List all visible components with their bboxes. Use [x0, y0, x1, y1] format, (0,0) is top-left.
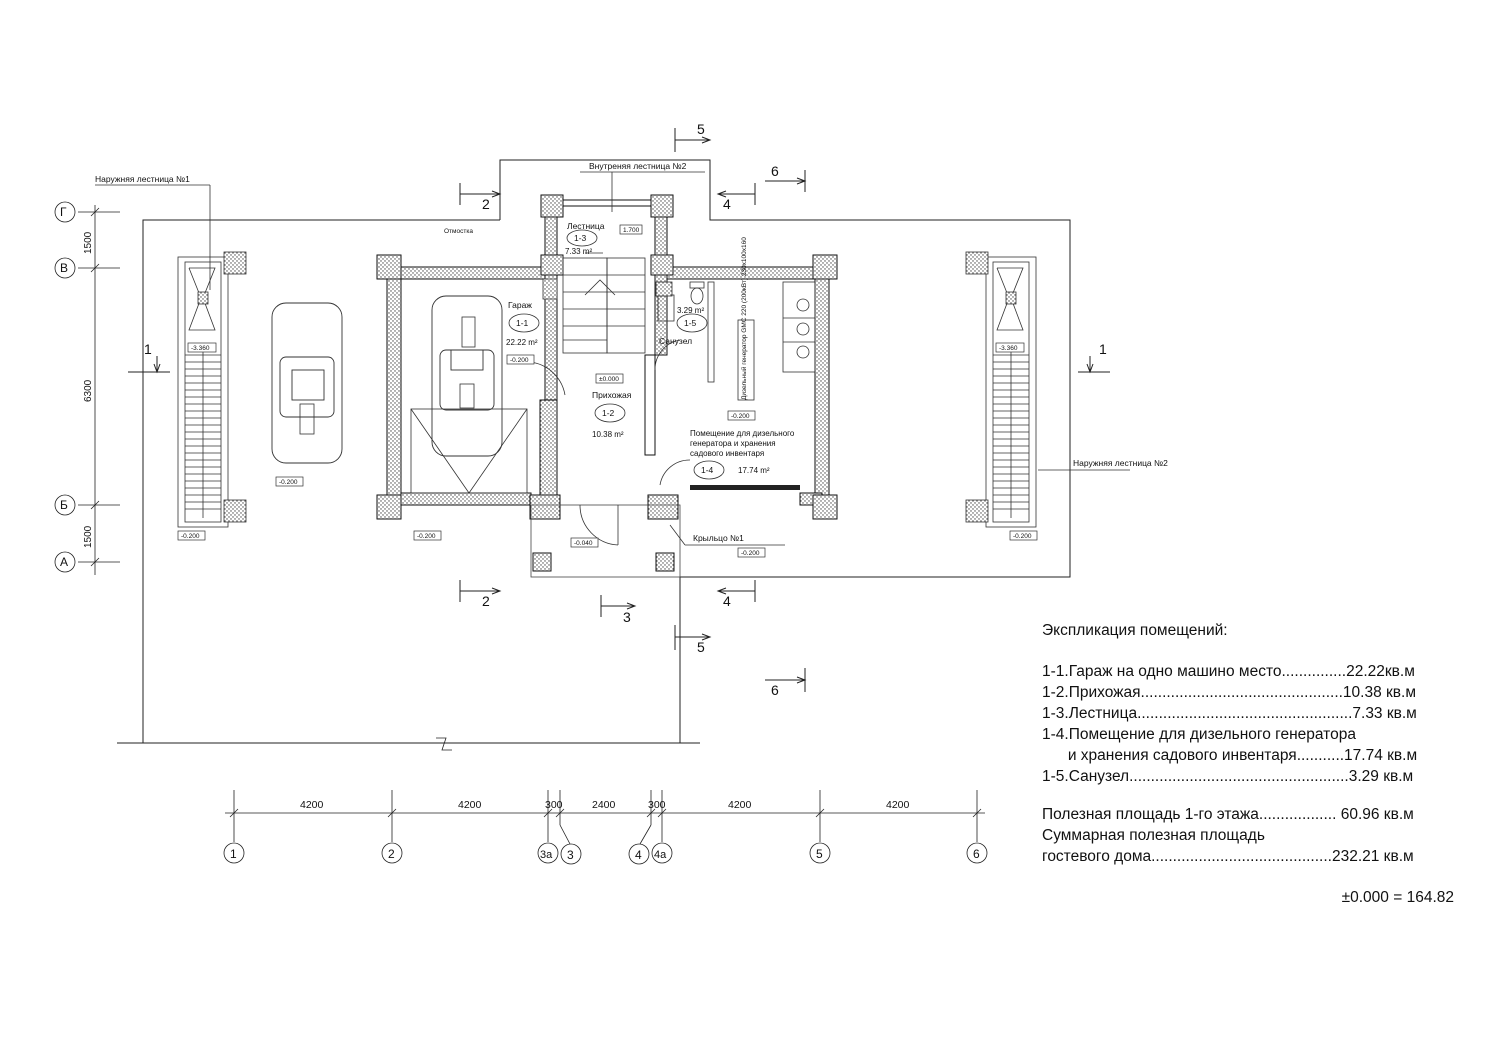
room-1-4-name-line1: Помещение для дизельного	[690, 429, 795, 438]
grid-number-2: 2	[388, 847, 395, 861]
room-1-2-area: 10.38 m²	[592, 430, 624, 439]
level-3360-a: -3.360	[191, 345, 210, 352]
otmostka-label: Отмостка	[444, 228, 473, 235]
elevation-note: ±0.000 = 164.82	[1341, 889, 1454, 906]
outer-stair-1	[177, 251, 247, 528]
section-marks	[128, 128, 1110, 692]
level-1700: 1.700	[623, 227, 640, 234]
explication-line-2: 1-2.Прихожая............................…	[1042, 684, 1417, 701]
explication-line-6: 1-5.Санузел.............................…	[1042, 768, 1414, 785]
room-1-1-area: 22.22 m²	[506, 338, 538, 347]
outer-stair-2-label: Наружняя лестница №2	[1073, 458, 1168, 468]
generator	[737, 281, 816, 401]
grid-number-4: 4	[635, 848, 642, 862]
explication-line-4: 1-4.Помещение для дизельного генератора	[1042, 726, 1356, 743]
grid-number-3: 3	[567, 848, 574, 862]
explication-title: Экспликация помещений:	[1042, 622, 1228, 639]
room-1-2-id: 1-2	[602, 408, 615, 418]
explication-block: Экспликация помещений: 1-1.Гараж на одно…	[1042, 620, 1462, 908]
car-garage	[431, 295, 503, 457]
grid-letter-v: В	[60, 261, 68, 275]
room-1-2-name: Прихожая	[592, 390, 632, 400]
section-5-top: 5	[697, 121, 705, 137]
porch-label: Крыльцо №1	[693, 533, 744, 543]
explication-line-3: 1-3.Лестница............................…	[1042, 705, 1417, 722]
level-3360-b: -3.360	[999, 345, 1018, 352]
level-0040: -0.040	[574, 540, 593, 547]
dim-v-1500-top: 1500	[83, 231, 94, 254]
grid-letter-g: Г	[60, 205, 67, 219]
room-1-4-id: 1-4	[701, 465, 714, 475]
dim-h-5: 300	[648, 799, 666, 811]
grid-number-4a: 4а	[654, 849, 667, 861]
level-0200-gen: -0.200	[731, 413, 750, 420]
grid-letter-a: А	[60, 555, 68, 569]
inner-stair	[562, 252, 646, 354]
section-1-right: 1	[1099, 341, 1107, 357]
vertical-grid	[54, 201, 120, 575]
dim-h-1: 4200	[300, 799, 324, 811]
level-boxes	[177, 224, 1038, 558]
useful-area: Полезная площадь 1-го этажа.............…	[1042, 806, 1414, 823]
grid-number-1: 1	[230, 847, 237, 861]
grid-number-6: 6	[973, 847, 980, 861]
level-0200-porch: -0.200	[741, 550, 760, 557]
section-5-bottom: 5	[697, 639, 705, 655]
building-walls	[376, 194, 838, 578]
section-2-top: 2	[482, 196, 490, 212]
grid-number-5: 5	[816, 847, 823, 861]
car-outside	[271, 302, 343, 464]
site-outline	[117, 159, 1071, 751]
level-0200-front: -0.200	[417, 533, 436, 540]
section-3: 3	[623, 609, 631, 625]
doors	[529, 339, 691, 546]
section-6-bottom: 6	[771, 682, 779, 698]
room-1-3-id: 1-3	[574, 233, 587, 243]
room-1-1-name: Гараж	[508, 300, 532, 310]
room-1-5-name: Санузел	[659, 336, 692, 346]
dim-h-7: 4200	[886, 799, 910, 811]
garage-door	[410, 408, 528, 494]
section-4-top: 4	[723, 196, 731, 212]
explication-line-5: и хранения садового инвентаря...........…	[1042, 747, 1418, 764]
section-1-left: 1	[144, 341, 152, 357]
grid-number-3a: 3а	[540, 849, 553, 861]
sanitary-fixtures	[542, 278, 715, 383]
dim-v-1500-bottom: 1500	[83, 525, 94, 548]
dim-h-3: 300	[545, 799, 563, 811]
dim-h-2: 4200	[458, 799, 482, 811]
section-4-bottom: 4	[723, 593, 731, 609]
explication-line-1: 1-1.Гараж на одно машино место..........…	[1042, 663, 1415, 680]
level-0200-stair2: -0.200	[1013, 533, 1032, 540]
outer-stair-2	[965, 251, 1037, 528]
room-1-1-id: 1-1	[516, 318, 529, 328]
level-0000: ±0.000	[599, 376, 619, 383]
room-1-3-name: Лестница	[567, 221, 605, 231]
dim-h-4: 2400	[592, 799, 616, 811]
level-0200-garage: -0.200	[510, 357, 529, 364]
room-1-4-name-line3: садового инвентаря	[690, 449, 764, 458]
inner-stair-label: Внутреняя лестница №2	[589, 161, 687, 171]
section-6-top: 6	[771, 163, 779, 179]
room-1-5-id: 1-5	[684, 318, 697, 328]
level-0200-car: -0.200	[279, 479, 298, 486]
horizontal-grid	[223, 790, 988, 865]
total-area-line2: гостевого дома..........................…	[1042, 848, 1414, 865]
outer-stair-1-label: Наружняя лестница №1	[95, 174, 190, 184]
room-1-3-area: 7.33 m²	[565, 247, 592, 256]
room-1-4-area: 17.74 m²	[738, 466, 770, 475]
dim-h-6: 4200	[728, 799, 752, 811]
total-area-line1: Суммарная полезная площадь	[1042, 827, 1265, 844]
grid-letter-b: Б	[60, 498, 68, 512]
dim-v-6300: 6300	[83, 379, 94, 402]
room-id-ovals	[508, 229, 725, 480]
generator-label: Дизельный генератор GMC 220 (200кВт) 230…	[740, 237, 748, 400]
level-0200-stair1: -0.200	[181, 533, 200, 540]
room-1-5-area: 3.29 m²	[677, 306, 704, 315]
leader-lines	[95, 171, 1130, 546]
section-2-bottom: 2	[482, 593, 490, 609]
room-1-4-name-line2: генератора и хранения	[690, 439, 776, 448]
